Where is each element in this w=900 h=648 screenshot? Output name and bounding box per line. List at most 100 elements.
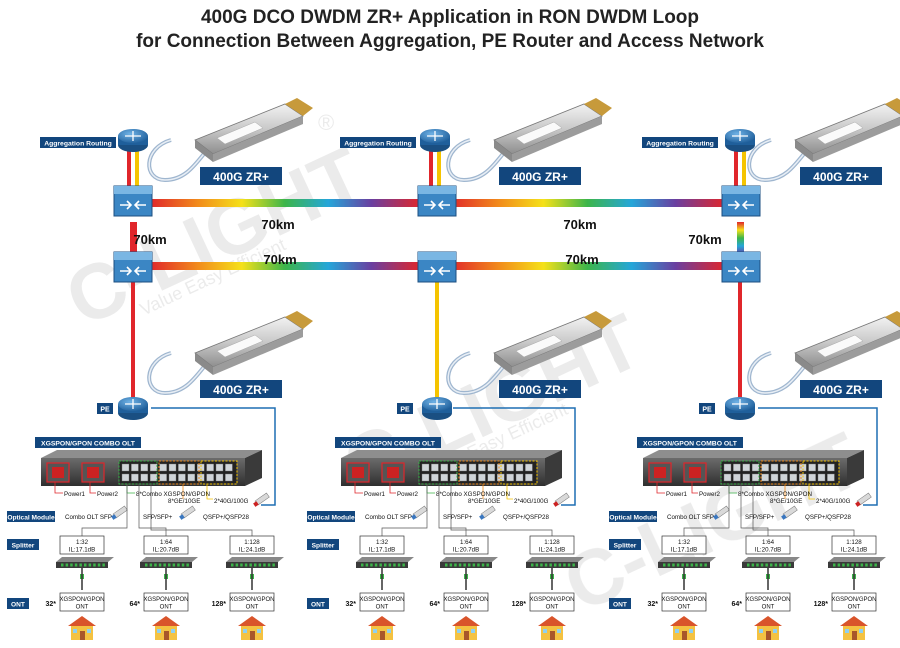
module-face: [494, 140, 512, 162]
splitter-ratio: 1:64: [762, 539, 775, 546]
switch-arrows-icon: [424, 266, 450, 276]
splitter-box: [831, 535, 877, 555]
olt-port: [789, 463, 797, 472]
switch-arrows-icon: [120, 266, 146, 276]
pull-tab-loop-highlight: [447, 139, 507, 181]
splitter-box: [529, 535, 575, 555]
olt-port: [817, 463, 826, 472]
house-window-icon: [675, 629, 679, 633]
ont-label-line2: ONT: [546, 605, 559, 611]
house-door-icon: [464, 631, 469, 640]
splitter-port: [540, 563, 543, 567]
splitter-device-front: [356, 562, 408, 568]
ont-box: [229, 592, 275, 612]
splitter-label: Splitter: [312, 543, 335, 550]
olt-port: [817, 473, 826, 482]
pull-tab-loop-highlight: [748, 352, 808, 394]
power2-label: Power2: [97, 491, 119, 498]
aggregation-router-icon: [420, 129, 450, 152]
router-icon: [125, 399, 141, 409]
module-label-sticker: [816, 334, 864, 358]
ont-label-line1: XGSPON/GPON: [359, 597, 404, 603]
splitter-loss: IL:20.7dB: [153, 547, 180, 554]
splitter-device-top: [526, 557, 584, 562]
pe-label: PE: [702, 407, 712, 414]
callout-line: [89, 482, 96, 494]
callout-line: [656, 482, 665, 494]
callout-line: [354, 482, 363, 494]
module-face: [195, 353, 213, 375]
splitter-port: [258, 563, 262, 567]
splitter-port: [388, 563, 392, 567]
watermark-reg: ®: [318, 110, 334, 135]
olt-port: [723, 463, 732, 472]
pe-label: PE: [400, 407, 410, 414]
house-window-icon: [157, 629, 161, 633]
splitter-port: [751, 563, 755, 567]
house-window-icon: [543, 629, 547, 633]
house-roof-icon: [238, 616, 266, 626]
ont-count: 128*: [814, 601, 829, 608]
zr-transceiver: 400G ZR+: [446, 98, 612, 185]
splitter-port: [177, 563, 180, 567]
uplink-ports-label: 2*40G/100G: [214, 498, 249, 505]
house-window-icon: [457, 629, 461, 633]
olt-port: [497, 463, 505, 472]
splitter-box: [359, 535, 405, 555]
splitter-port: [869, 563, 873, 567]
olt-port: [440, 463, 448, 472]
splitter-ratio: 1:32: [76, 539, 89, 546]
splitter-port: [788, 563, 791, 567]
qsfp-label: QSFP+/QSFP28: [503, 514, 549, 521]
splitter-port: [765, 563, 768, 567]
olt-port: [131, 463, 139, 472]
olt-port: [733, 473, 741, 482]
house-window-icon: [243, 629, 247, 633]
ont-box: [661, 592, 707, 612]
splitter-port: [842, 563, 845, 567]
splitter-ratio: 1:32: [376, 539, 389, 546]
ge-ports-label: 8*GE/10GE: [468, 498, 500, 505]
splitter-port: [240, 563, 243, 567]
house-door-icon: [380, 631, 385, 640]
ont-label-line1: XGSPON/GPON: [59, 597, 104, 603]
callout-line: [808, 484, 815, 500]
sfp-label: SFP/SFP+: [143, 514, 173, 521]
span-distance-label: 70km: [563, 217, 596, 232]
switch-bottom-left: [113, 251, 153, 283]
house-roof-icon: [68, 616, 96, 626]
ont-count: 32*: [647, 601, 658, 608]
house-window-icon: [257, 629, 261, 633]
splitter-ratio: 1:128: [846, 539, 862, 546]
olt-port: [525, 463, 533, 472]
ont-label-line2: ONT: [246, 605, 259, 611]
splitter-device-front: [658, 562, 710, 568]
olt-port: [196, 463, 205, 472]
combo-sfp-label: Combo OLT SFP: [667, 514, 714, 521]
diagram-title-line1: 400G DCO DWDM ZR+ Application in RON DWD…: [201, 7, 699, 28]
splitter-port: [445, 563, 448, 567]
house-door-icon: [550, 631, 555, 640]
ont-label-line2: ONT: [762, 605, 775, 611]
splitter-loss: IL:20.7dB: [755, 547, 782, 554]
uplink-port-group: [500, 460, 538, 485]
splitter-port: [667, 563, 671, 567]
splitter-device-top: [828, 557, 886, 562]
splitter-device-top: [440, 557, 498, 562]
house-door-icon: [80, 631, 85, 640]
splitter-port: [856, 563, 859, 567]
splitter-feed-line: [438, 484, 467, 536]
sfp-label: SFP/SFP+: [745, 514, 775, 521]
olt-chassis-top: [341, 450, 562, 458]
pe-router-icon: [118, 397, 148, 420]
splitter-loss: IL:24.1dB: [239, 547, 266, 554]
olt-port: [215, 463, 224, 472]
splitter-port: [244, 563, 248, 567]
power1-label: Power1: [64, 491, 86, 498]
olt-port: [159, 473, 167, 482]
olt-port: [478, 473, 486, 482]
splitter-feed-line: [450, 484, 553, 536]
splitter-feed-line: [752, 484, 855, 536]
ont-row-label: ONT: [11, 602, 25, 609]
